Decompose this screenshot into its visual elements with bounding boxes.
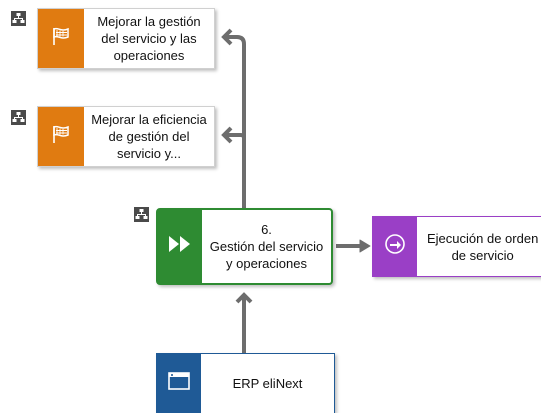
goal-node-efficiency[interactable]: Mejorar la eficiencia de gestión del ser…: [37, 106, 215, 167]
system-node[interactable]: ERP eliNext: [156, 353, 335, 413]
goal-label: Mejorar la gestión del servicio y las op…: [97, 14, 201, 63]
process-label: 6. Gestión del servicio y operaciones: [209, 222, 324, 271]
event-band: [373, 217, 417, 276]
system-band: [157, 354, 201, 413]
connector-process-goal2: [225, 133, 246, 139]
system-label: ERP eliNext: [232, 376, 303, 391]
goal-band: [38, 9, 84, 68]
process-band: [158, 210, 202, 283]
event-node[interactable]: Ejecución de orden de servicio: [372, 216, 541, 277]
goal-band: [38, 107, 84, 166]
flag-icon: [50, 124, 72, 149]
hierarchy-icon[interactable]: [11, 110, 26, 125]
arrowhead-goal1: [221, 28, 233, 46]
arrowhead-goal2: [221, 126, 233, 144]
event-arrow-icon: [384, 233, 406, 260]
flag-icon: [50, 26, 72, 51]
arrowhead-process: [235, 292, 253, 304]
fast-forward-icon: [168, 235, 192, 258]
event-label: Ejecución de orden de servicio: [427, 230, 539, 263]
goal-label: Mejorar la eficiencia de gestión del ser…: [91, 112, 207, 161]
arrowhead-event: [359, 239, 371, 253]
process-node[interactable]: 6. Gestión del servicio y operaciones: [156, 208, 333, 285]
hierarchy-icon[interactable]: [11, 11, 26, 26]
connector-process-goal1: [225, 35, 246, 208]
application-window-icon: [168, 372, 190, 395]
hierarchy-icon[interactable]: [134, 207, 149, 222]
goal-node-service-management[interactable]: Mejorar la gestión del servicio y las op…: [37, 8, 215, 69]
